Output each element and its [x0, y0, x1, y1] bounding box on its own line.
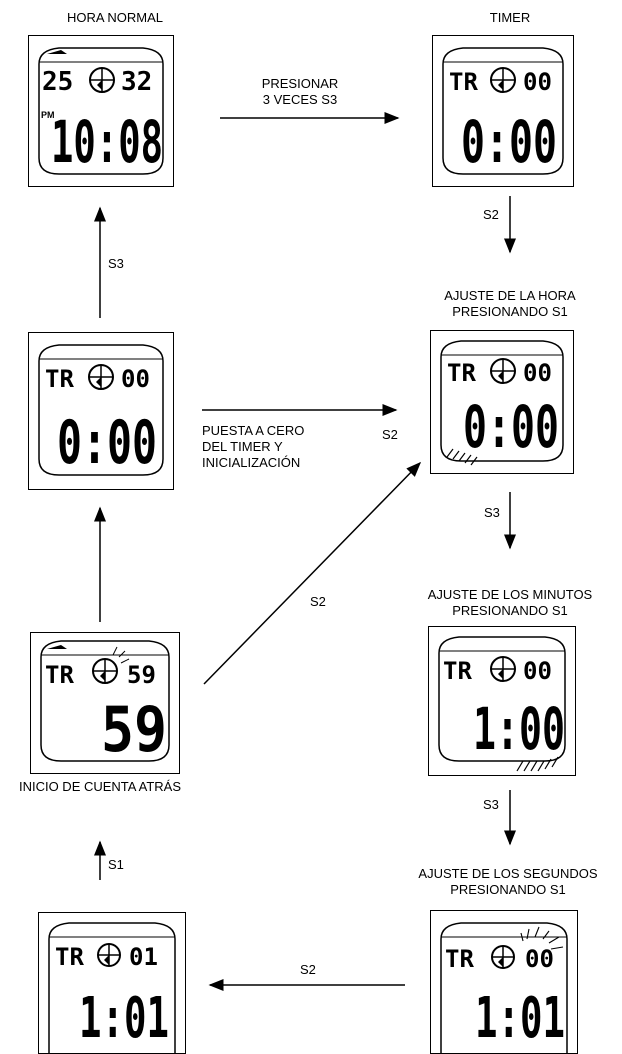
display-top-left: 25 — [42, 67, 73, 97]
display-top-left: TR — [443, 657, 472, 685]
display-main: 10:08 — [51, 108, 163, 176]
display-top-left: TR — [445, 945, 474, 973]
label-s2-timer: S2 — [483, 207, 499, 222]
mode-dial-icon — [97, 943, 121, 967]
mode-dial-icon — [92, 658, 118, 684]
mode-dial-icon — [490, 656, 516, 682]
display-top-right: 00 — [525, 945, 554, 973]
label-ajuste-seg-1: AJUSTE DE LOS SEGUNDOS — [418, 866, 598, 881]
watch-display-countdown: TR 59 59 — [30, 632, 180, 774]
label-hora-normal: HORA NORMAL — [66, 10, 164, 25]
display-top-right: 00 — [523, 657, 552, 685]
label-ajuste-min-2: PRESIONANDO S1 — [452, 603, 568, 618]
label-puesta-2: DEL TIMER Y — [202, 439, 283, 454]
label-puesta-1: PUESTA A CERO — [202, 423, 305, 438]
label-ajuste-min-1: AJUSTE DE LOS MINUTOS — [427, 587, 593, 602]
label-s3-up: S3 — [108, 256, 124, 271]
mode-dial-icon — [490, 358, 516, 384]
display-main: 1:00 — [473, 695, 565, 763]
mode-dial-icon — [490, 67, 516, 93]
label-presionar-2: 3 VECES S3 — [262, 92, 338, 107]
blink-marks-icon — [516, 756, 559, 772]
blink-marks-icon — [446, 448, 478, 466]
display-main: 0:00 — [57, 408, 157, 478]
mode-dial-icon — [491, 945, 515, 969]
arrow-countdown-to-hour — [203, 461, 422, 685]
display-top-left: TR — [55, 943, 84, 971]
display-main: 0:00 — [461, 108, 557, 176]
mode-dial-icon — [89, 67, 115, 93]
watch-display-reset: TR 00 0:00 — [28, 332, 174, 490]
label-inicio: INICIO DE CUENTA ATRÁS — [18, 779, 182, 794]
label-ajuste-hora-1: AJUSTE DE LA HORA — [444, 288, 576, 303]
display-main: 1:01 — [475, 986, 565, 1051]
label-timer: TIMER — [489, 10, 531, 25]
label-s1: S1 — [108, 857, 124, 872]
display-main: 59 — [101, 693, 167, 766]
watch-display-second-set: TR 00 1:01 — [430, 910, 578, 1054]
watch-display-normal: 25 32 PM 10:08 — [28, 35, 174, 187]
watch-display-minute-set: TR 00 1:00 — [428, 626, 576, 776]
watch-display-timer: TR 00 0:00 — [432, 35, 574, 187]
label-s2-reset: S2 — [382, 427, 398, 442]
display-main: 0:00 — [463, 393, 559, 461]
label-s3-minutes: S3 — [483, 797, 499, 812]
display-top-left: TR — [447, 359, 476, 387]
display-top-right: 00 — [523, 68, 552, 96]
watch-display-hour-set: TR 00 0:00 — [430, 330, 574, 474]
display-top-right: 00 — [523, 359, 552, 387]
label-s3-hour: S3 — [484, 505, 500, 520]
label-ajuste-hora-2: PRESIONANDO S1 — [452, 304, 568, 319]
display-top-right: 59 — [127, 661, 156, 689]
label-ajuste-seg-2: PRESIONANDO S1 — [450, 882, 566, 897]
watch-display-time-set: TR 01 1:01 — [38, 912, 186, 1054]
display-top-left: TR — [45, 365, 74, 393]
label-s2-diagonal: S2 — [310, 594, 326, 609]
blink-marks-icon — [112, 646, 130, 664]
display-top-right: 00 — [121, 365, 150, 393]
mode-dial-icon — [88, 364, 114, 390]
label-s2-bottom: S2 — [300, 962, 316, 977]
display-main: 1:01 — [79, 986, 169, 1051]
blink-marks-icon — [520, 926, 564, 950]
display-top-right: 01 — [129, 943, 158, 971]
display-top-right: 32 — [121, 67, 152, 97]
display-top-left: TR — [449, 68, 478, 96]
label-puesta-3: INICIALIZACIÓN — [202, 455, 301, 470]
display-top-left: TR — [45, 661, 74, 689]
pm-indicator: PM — [41, 110, 55, 120]
label-presionar-1: PRESIONAR — [261, 76, 339, 91]
